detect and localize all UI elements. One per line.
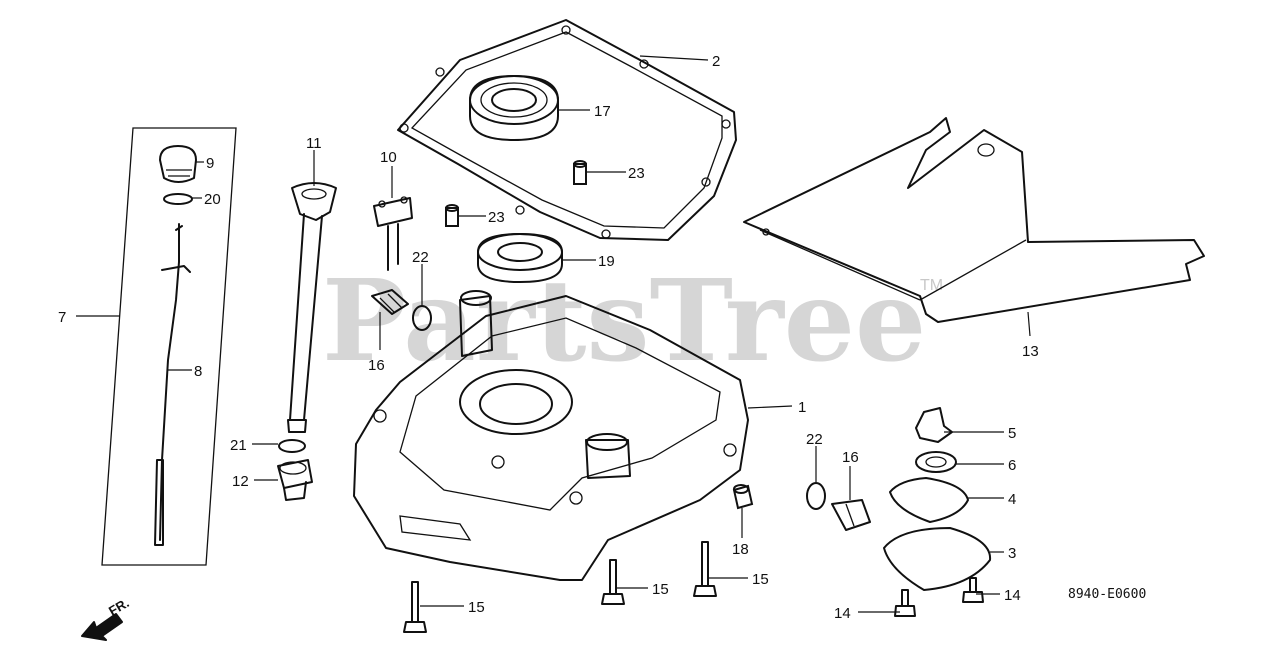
callout-16a[interactable]: 16 (368, 357, 385, 374)
flange-bolt-15a[interactable] (403, 581, 427, 633)
callout-6[interactable]: 6 (1008, 457, 1016, 474)
bolt-14b[interactable] (962, 577, 984, 603)
dipstick-group (101, 127, 237, 566)
o-ring-20[interactable] (163, 193, 193, 205)
callout-23b[interactable]: 23 (488, 209, 505, 226)
drain-bolt-16b[interactable] (831, 499, 871, 531)
callout-5[interactable]: 5 (1008, 425, 1016, 442)
oil-filler-tube[interactable] (287, 182, 337, 433)
oil-seal-19[interactable] (477, 232, 563, 284)
callout-3[interactable]: 3 (1008, 545, 1016, 562)
callout-16b[interactable]: 16 (842, 449, 859, 466)
drain-bolt-16a[interactable] (371, 289, 409, 315)
callout-15b[interactable]: 15 (652, 581, 669, 598)
callout-13[interactable]: 13 (1022, 343, 1039, 360)
ball-bearing-17[interactable] (469, 74, 559, 142)
o-ring-21[interactable] (278, 439, 306, 453)
dowel-pin-23b[interactable] (445, 204, 459, 227)
flange-bolt-15b[interactable] (601, 559, 625, 605)
cover-gasket-4[interactable] (889, 477, 969, 523)
callout-7[interactable]: 7 (58, 309, 66, 326)
crankcase[interactable] (353, 290, 749, 581)
callout-19[interactable]: 19 (598, 253, 615, 270)
case-gasket[interactable] (397, 19, 737, 241)
dowel-pin-18[interactable] (732, 484, 754, 510)
governor-gear-5[interactable] (915, 407, 953, 443)
callout-12[interactable]: 12 (232, 473, 249, 490)
callout-2[interactable]: 2 (712, 53, 720, 70)
callout-14b[interactable]: 14 (1004, 587, 1021, 604)
oil-guard-plate[interactable] (743, 117, 1205, 323)
callout-17[interactable]: 17 (594, 103, 611, 120)
callout-15c[interactable]: 15 (752, 571, 769, 588)
callout-8[interactable]: 8 (194, 363, 202, 380)
dowel-pin-23a[interactable] (573, 160, 587, 185)
oil-filler-cap[interactable] (159, 145, 197, 183)
oil-plug-12[interactable] (277, 459, 313, 501)
oil-level-switch[interactable] (373, 196, 413, 271)
callout-11[interactable]: 11 (306, 135, 322, 152)
callout-20[interactable]: 20 (204, 191, 221, 208)
callout-14a[interactable]: 14 (834, 605, 851, 622)
callout-4[interactable]: 4 (1008, 491, 1016, 508)
flange-bolt-15c[interactable] (693, 541, 717, 597)
front-label: FR. (106, 595, 132, 618)
governor-holder-6[interactable] (915, 451, 957, 473)
callout-18[interactable]: 18 (732, 541, 749, 558)
bolt-14a[interactable] (894, 589, 916, 617)
front-arrow-icon: FR. (81, 595, 132, 641)
callout-1[interactable]: 1 (798, 399, 806, 416)
callout-23a[interactable]: 23 (628, 165, 645, 182)
callout-22b[interactable]: 22 (806, 431, 823, 448)
cover-3[interactable] (883, 527, 992, 591)
callout-21[interactable]: 21 (230, 437, 247, 454)
watermark-trademark: TM (920, 277, 943, 294)
dipstick[interactable] (154, 223, 191, 546)
leader-lines (76, 55, 1031, 613)
callout-22a[interactable]: 22 (412, 249, 429, 266)
callout-9[interactable]: 9 (206, 155, 214, 172)
washer-22b[interactable] (806, 482, 826, 510)
callout-15a[interactable]: 15 (468, 599, 485, 616)
callout-10[interactable]: 10 (380, 149, 397, 166)
diagram-code: 8940-E0600 (1068, 587, 1146, 602)
callout-labels: 2 17 23 23 19 10 22 16 11 9 20 8 7 21 12… (58, 53, 1039, 622)
